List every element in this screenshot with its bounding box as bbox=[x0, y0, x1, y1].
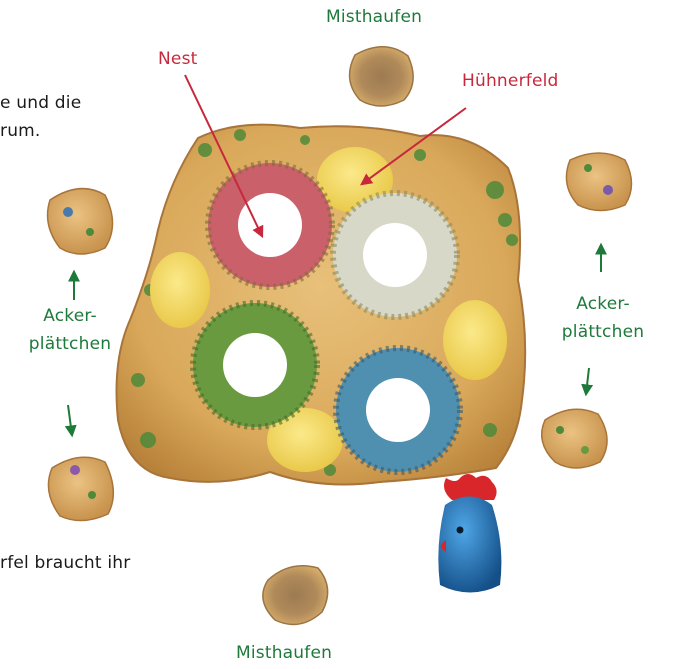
label-acker-right-line2: plättchen bbox=[548, 321, 658, 343]
acker-tile-right-top bbox=[566, 153, 631, 211]
cut-text-line-1: e und die bbox=[0, 92, 81, 114]
cut-text-line-3: rfel braucht ihr bbox=[0, 552, 130, 574]
label-acker-left-line1: Acker- bbox=[15, 305, 125, 327]
label-misthaufen-top: Misthaufen bbox=[326, 6, 422, 28]
label-acker-left-line2: plättchen bbox=[15, 333, 125, 355]
misthaufen-tile-bottom bbox=[263, 566, 328, 625]
label-misthaufen-bottom: Misthaufen bbox=[236, 642, 332, 664]
nest-white bbox=[333, 193, 457, 317]
acker-tile-right-bottom bbox=[542, 409, 607, 468]
label-acker-right-line1: Acker- bbox=[548, 293, 658, 315]
nest-red bbox=[208, 163, 332, 287]
acker-tile-left-bottom bbox=[48, 457, 113, 520]
misthaufen-tile-top bbox=[350, 47, 414, 106]
nest-blue bbox=[336, 348, 460, 472]
chicken-figure bbox=[438, 474, 501, 593]
nest-green bbox=[193, 303, 317, 427]
cut-text-line-2: rum. bbox=[0, 120, 41, 142]
label-nest: Nest bbox=[158, 48, 198, 70]
arrow-acker-left-down bbox=[68, 405, 72, 435]
label-huehnerfeld: Hühnerfeld bbox=[462, 70, 559, 92]
acker-tile-left-top bbox=[48, 189, 113, 254]
arrow-acker-right-down bbox=[586, 368, 589, 394]
